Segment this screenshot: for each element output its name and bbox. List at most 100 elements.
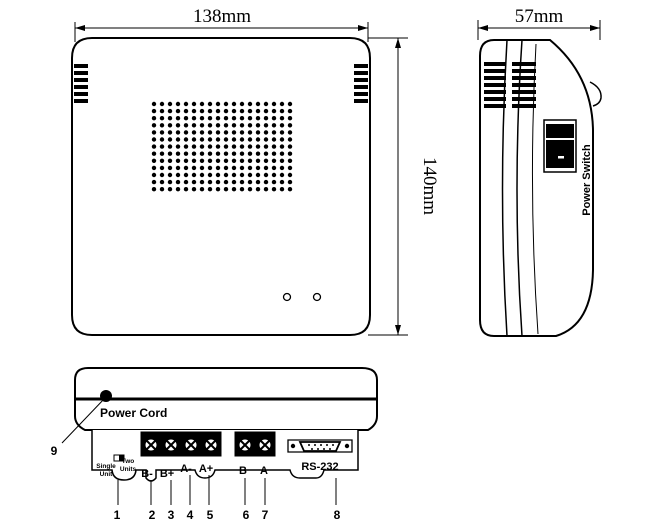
terminal-label-b-minus: B- <box>141 468 153 480</box>
grille-hole <box>287 137 293 142</box>
grille-hole <box>215 101 221 107</box>
grille-hole <box>175 158 181 163</box>
grille-hole <box>167 101 173 107</box>
grille-hole <box>279 158 285 163</box>
grille-hole <box>271 172 277 178</box>
grille-hole <box>271 165 277 171</box>
callout-2: 2 <box>149 508 156 522</box>
grille-hole <box>255 151 261 156</box>
grille-hole <box>151 108 157 114</box>
grille-hole <box>159 158 165 163</box>
grille-hole <box>191 158 197 163</box>
screw-cross-icon <box>240 440 250 450</box>
grille-hole <box>263 108 269 114</box>
grille-hole <box>279 116 285 121</box>
grille-hole <box>271 130 277 135</box>
grille-hole <box>167 108 173 114</box>
grille-hole <box>159 165 165 171</box>
grille-hole <box>247 165 253 171</box>
grille-hole <box>279 101 285 107</box>
screw-cross-icon <box>186 440 196 450</box>
grille-hole <box>167 158 173 163</box>
grille-hole <box>279 144 285 149</box>
grille-hole <box>215 130 221 135</box>
grille-hole <box>151 172 157 178</box>
connector-panel-outline <box>91 430 359 482</box>
grille-hole <box>183 187 189 192</box>
single-label-line2: Unit <box>100 471 113 478</box>
grille-hole <box>255 179 261 185</box>
grille-hole <box>151 130 157 135</box>
grille-hole <box>151 144 157 149</box>
grille-hole <box>159 144 165 149</box>
grille-hole <box>271 123 277 128</box>
grille-hole <box>159 137 165 142</box>
grille-hole <box>183 158 189 163</box>
grille-hole <box>287 165 293 171</box>
grille-hole <box>239 101 245 107</box>
indicator-led-left <box>282 292 292 302</box>
grille-hole <box>231 172 237 178</box>
grille-hole <box>287 179 293 185</box>
grille-hole <box>279 137 285 142</box>
grille-hole <box>239 158 245 163</box>
front-view: 138mm 140mm <box>71 6 440 336</box>
grille-hole <box>263 172 269 178</box>
grille-hole <box>175 165 181 171</box>
grille-hole <box>167 116 173 121</box>
grille-hole <box>191 179 197 185</box>
grille-hole <box>175 101 181 107</box>
terminal-label-b-plus: B+ <box>160 468 174 480</box>
grille-hole <box>199 123 205 128</box>
grille-hole <box>175 151 181 156</box>
callout-6: 6 <box>243 508 250 522</box>
two-label-line1: Two <box>122 458 135 465</box>
grille-hole <box>167 151 173 156</box>
grille-hole <box>167 144 173 149</box>
grille-hole <box>263 158 269 163</box>
grille-hole <box>191 137 197 142</box>
callout-8: 8 <box>334 508 341 522</box>
grille-hole <box>215 172 221 178</box>
grille-hole <box>167 165 173 171</box>
grille-hole <box>287 130 293 135</box>
grille-hole <box>287 101 293 107</box>
grille-hole <box>271 187 277 192</box>
grille-hole <box>159 151 165 156</box>
grille-hole <box>239 172 245 178</box>
grille-hole <box>215 144 221 149</box>
grille-hole <box>263 144 269 149</box>
grille-hole <box>231 179 237 185</box>
grille-hole <box>159 116 165 121</box>
grille-hole <box>287 172 293 178</box>
grille-hole <box>151 137 157 142</box>
grille-hole <box>263 151 269 156</box>
grille-hole <box>215 179 221 185</box>
grille-hole <box>239 187 245 192</box>
grille-hole <box>223 158 229 163</box>
power-switch-label: Power Switch <box>581 144 593 216</box>
grille-hole <box>199 108 205 114</box>
terminal-label-a-minus: A- <box>180 463 192 475</box>
callout-9: 9 <box>51 444 58 458</box>
grille-hole <box>215 151 221 156</box>
grille-hole <box>223 172 229 178</box>
grille-hole <box>231 116 237 121</box>
unit-select-switch <box>113 454 125 462</box>
grille-hole <box>247 172 253 178</box>
grille-hole <box>231 123 237 128</box>
screw-cross-icon <box>206 440 216 450</box>
grille-hole <box>263 123 269 128</box>
width-dimension-label: 138mm <box>193 6 251 27</box>
grille-hole <box>287 108 293 114</box>
grille-hole <box>207 172 213 178</box>
grille-hole <box>175 130 181 135</box>
single-label-line1: Single <box>96 463 116 470</box>
grille-hole <box>255 172 261 178</box>
grille-hole <box>199 165 205 171</box>
grille-hole <box>231 165 237 171</box>
grille-hole <box>255 108 261 114</box>
grille-hole <box>167 130 173 135</box>
grille-hole <box>175 144 181 149</box>
